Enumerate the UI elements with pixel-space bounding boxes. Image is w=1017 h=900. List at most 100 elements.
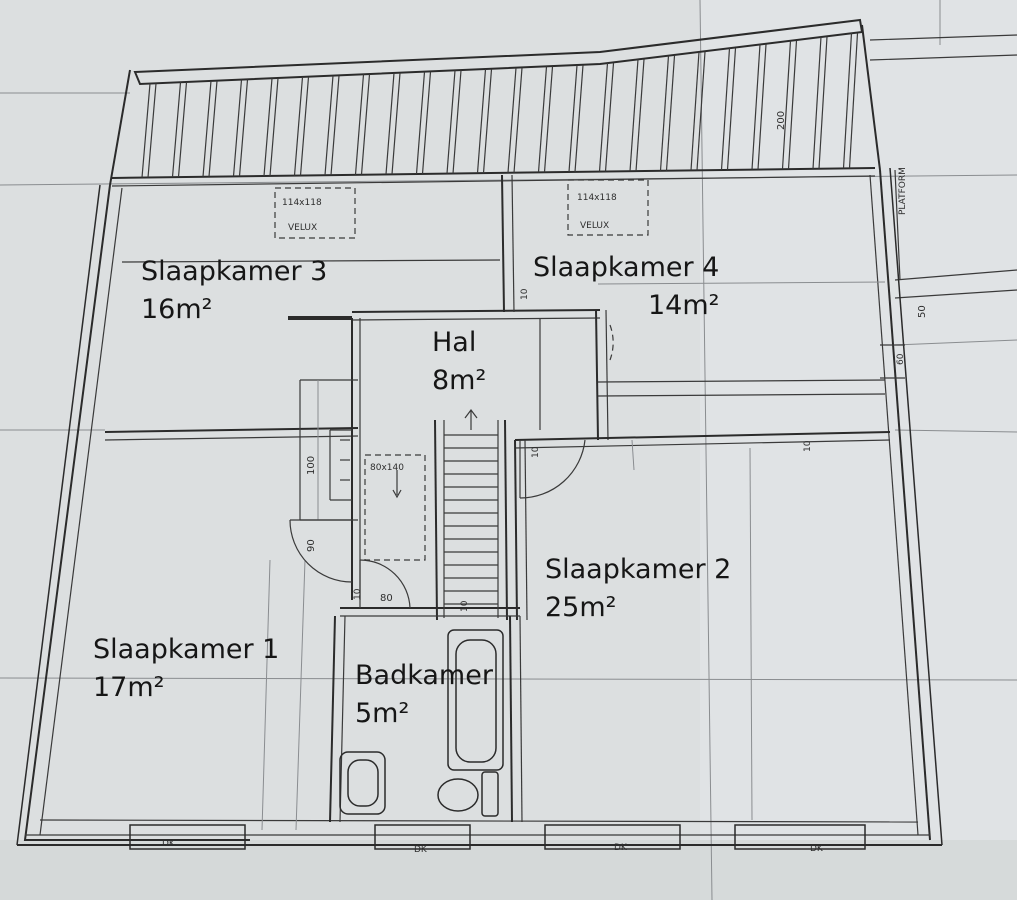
room-label-slaapkamer-2: Slaapkamer 2 25m² <box>545 551 731 627</box>
rafter <box>696 51 706 171</box>
rafter <box>812 36 822 169</box>
dim-10-a: 10 <box>520 288 530 300</box>
rafter <box>147 83 157 178</box>
rafter <box>232 79 243 177</box>
rafter <box>391 73 401 175</box>
rafter <box>324 75 334 176</box>
dk-label-3: DK <box>614 843 628 853</box>
dk-label-2: DK <box>414 845 428 855</box>
dim-200: 200 <box>776 111 787 130</box>
toilet <box>437 771 499 817</box>
rafter <box>574 65 584 172</box>
rafter <box>330 75 340 176</box>
room-label-slaapkamer-3: Slaapkamer 3 16m² <box>141 253 327 329</box>
interior-walls <box>104 169 905 831</box>
velux-label-left: VELUX <box>288 223 317 233</box>
stairs <box>443 409 499 618</box>
room-name: Badkamer <box>355 660 493 691</box>
rafter <box>757 44 767 170</box>
dim-10-d: 10 <box>460 600 470 612</box>
room-name: Slaapkamer 2 <box>545 554 732 585</box>
room-area: 25m² <box>545 592 617 623</box>
room-label-badkamer: Badkamer 5m² <box>355 657 493 733</box>
velux-label-right: VELUX <box>580 221 609 231</box>
door-swings <box>289 324 614 609</box>
rafter <box>171 82 182 178</box>
rafter <box>659 55 670 171</box>
rafter <box>568 65 578 172</box>
rafter <box>537 66 548 173</box>
paper-bottom-shade <box>0 840 1017 900</box>
room-area: 14m² <box>648 290 720 321</box>
rafter <box>177 82 188 178</box>
room-name: Slaapkamer 4 <box>533 252 720 283</box>
rafter <box>507 67 517 173</box>
rafter <box>293 76 304 176</box>
platform-label: PLATFORM <box>898 167 908 215</box>
rafter <box>848 33 859 169</box>
rafter <box>452 70 462 174</box>
room-name: Slaapkamer 3 <box>141 256 328 287</box>
dk-label-1: DK <box>162 839 176 849</box>
room-area: 17m² <box>93 672 165 703</box>
fold-line-vertical <box>699 0 713 900</box>
room-area: 16m² <box>141 294 213 325</box>
dim-50: 50 <box>917 305 928 318</box>
washbasin <box>339 751 386 815</box>
rafter <box>208 80 218 177</box>
rafter <box>720 48 731 171</box>
rafter <box>415 71 426 174</box>
rafter <box>787 40 798 170</box>
velux-size-right: 114x118 <box>577 193 617 203</box>
room-name: Slaapkamer 1 <box>93 634 280 665</box>
rafter <box>421 71 432 174</box>
rafter <box>299 76 310 176</box>
room-label-hal: Hal 8m² <box>432 324 486 400</box>
room-label-slaapkamer-4: Slaapkamer 4 14m² <box>533 249 719 325</box>
rafter <box>604 63 615 172</box>
room-name: Hal <box>432 327 477 358</box>
rafter <box>360 74 371 175</box>
rafter <box>354 74 365 175</box>
rafter <box>726 48 737 171</box>
velux-size-left: 114x118 <box>282 198 322 208</box>
dim-60: 60 <box>896 353 906 365</box>
room-area: 8m² <box>432 365 487 396</box>
dim-10-b: 10 <box>531 446 541 458</box>
hatch-size: 80x140 <box>370 463 404 473</box>
outer-walls <box>16 167 943 846</box>
rafter <box>629 59 639 172</box>
attic-hatch <box>364 454 426 561</box>
dim-90: 90 <box>306 539 317 552</box>
rafter <box>482 69 493 174</box>
rafter <box>781 40 792 170</box>
room-label-slaapkamer-1: Slaapkamer 1 17m² <box>93 631 279 707</box>
roof-rafters <box>109 18 881 187</box>
rafter <box>446 70 456 174</box>
paper-fold-light <box>700 0 1017 900</box>
rafter <box>141 83 151 178</box>
rafter <box>543 66 554 173</box>
annotations: 114x118 VELUX 114x118 VELUX PLATFORM 200… <box>162 111 928 855</box>
rafter <box>202 80 212 177</box>
rafter <box>598 63 609 172</box>
rafter <box>818 36 828 169</box>
rafter <box>476 69 487 174</box>
rafter <box>263 78 273 176</box>
rafter <box>238 79 249 177</box>
rafter <box>842 33 853 169</box>
construction-lines <box>0 0 1017 681</box>
rafter <box>665 55 676 171</box>
dim-10-e: 10 <box>353 588 363 600</box>
rafter <box>513 67 523 173</box>
rafter <box>690 51 700 171</box>
dk-label-4: DK <box>810 844 824 854</box>
rafter <box>269 78 279 176</box>
bathtub <box>447 629 504 771</box>
velux-windows <box>274 179 649 239</box>
room-area: 5m² <box>355 698 410 729</box>
dim-10-c: 10 <box>803 440 813 452</box>
dim-80: 80 <box>380 593 393 604</box>
